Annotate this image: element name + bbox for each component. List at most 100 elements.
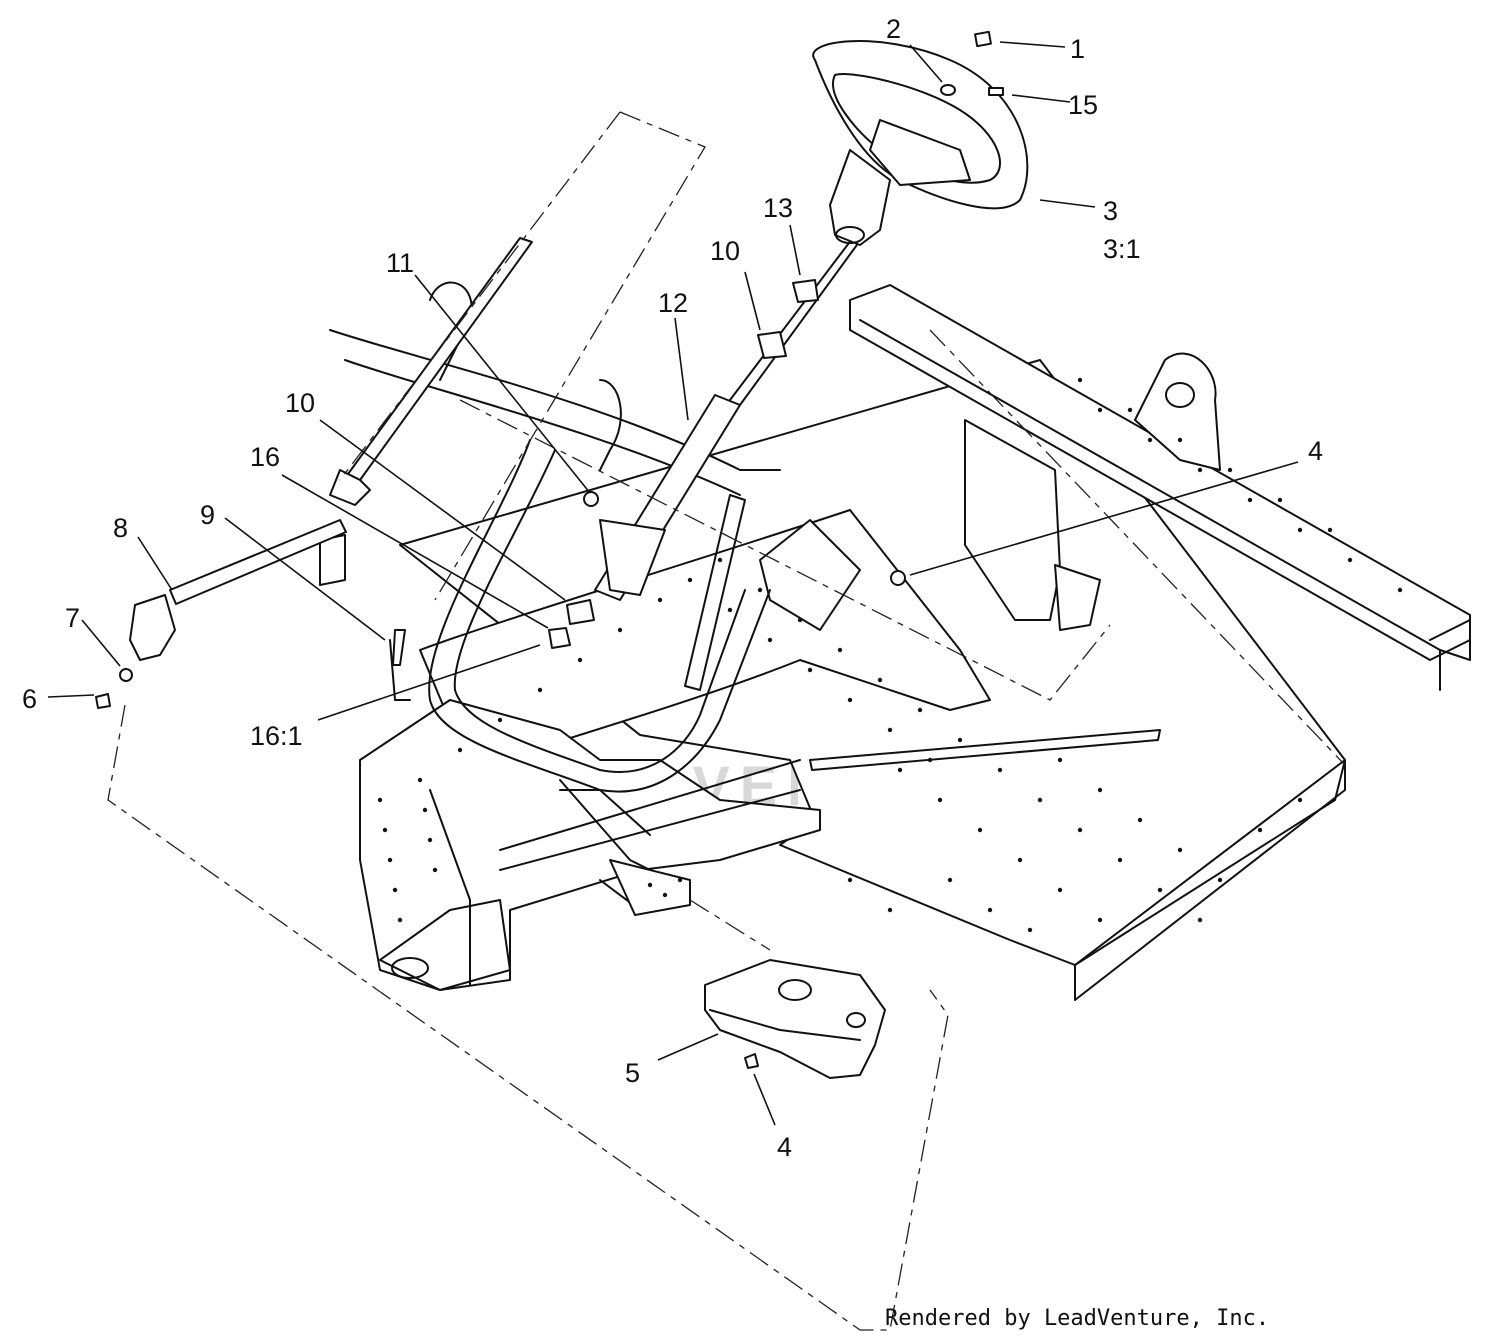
small-parts [95, 30, 1004, 1069]
frame-hole [1057, 757, 1063, 763]
frame-hole [1277, 497, 1283, 503]
bushing-part-10-lower [566, 599, 595, 625]
frame-hole [717, 557, 723, 563]
frame-hole [877, 677, 883, 683]
frame-hole [1137, 817, 1143, 823]
frame-hole [687, 577, 693, 583]
washer-part-7 [119, 668, 133, 682]
frame-hole [617, 627, 623, 633]
frame-hole [417, 777, 423, 783]
callout-3: 3 [1103, 196, 1118, 226]
frame-hole [382, 827, 388, 833]
callout-1: 1 [1070, 34, 1085, 64]
frame-hole [977, 827, 983, 833]
frame-hole [1057, 887, 1063, 893]
frame-hole [647, 882, 653, 888]
frame-hole [1077, 827, 1083, 833]
callout-3-1: 3:1 [1103, 234, 1141, 264]
frame-hole [432, 867, 438, 873]
frame-hole [807, 667, 813, 673]
callout-8: 8 [113, 513, 128, 543]
frame-hole [677, 877, 683, 883]
callout-labels: 1 2 3 3:1 4 4 5 6 7 8 9 10 10 11 12 13 1… [22, 14, 1323, 1162]
chassis-frame [319, 281, 1471, 1001]
frame-hole [917, 707, 923, 713]
frame-hole [377, 797, 383, 803]
cap-part-1 [974, 30, 992, 48]
frame-hole [937, 797, 943, 803]
frame-hole [1397, 587, 1403, 593]
frame-hole [537, 687, 543, 693]
bushing-part-10-top [757, 331, 787, 359]
callout-15: 15 [1068, 90, 1098, 120]
frame-hole [847, 877, 853, 883]
callout-4-lower: 4 [777, 1132, 792, 1162]
frame-holes [377, 377, 1403, 933]
frame-hole [1117, 857, 1123, 863]
pin-part-16 [548, 627, 571, 649]
frame-hole [662, 892, 668, 898]
callout-16: 16 [250, 442, 280, 472]
credit-text: Rendered by LeadVenture, Inc. [885, 1306, 1269, 1331]
u-joint-part-8 [129, 594, 176, 661]
callout-13: 13 [763, 193, 793, 223]
frame-hole [457, 747, 463, 753]
frame-hole [887, 907, 893, 913]
callout-16-1: 16:1 [250, 721, 303, 751]
decal-part-15 [988, 87, 1004, 96]
frame-hole [1297, 797, 1303, 803]
frame-hole [757, 587, 763, 593]
frame-hole [392, 887, 398, 893]
callout-12: 12 [658, 288, 688, 318]
frame-hole [1147, 437, 1153, 443]
callout-9: 9 [200, 500, 215, 530]
callout-4-upper: 4 [1308, 436, 1323, 466]
frame-hole [1097, 787, 1103, 793]
frame-hole [987, 907, 993, 913]
frame-hole [427, 837, 433, 843]
phantom-lines [107, 111, 1346, 1331]
nut-part-4-upper [890, 570, 906, 586]
frame-hole [1217, 877, 1223, 883]
nut-part-2 [940, 84, 956, 96]
nut-part-4-lower [744, 1053, 759, 1069]
screw-part-6 [95, 693, 111, 709]
frame-hole [767, 637, 773, 643]
frame-hole [1197, 467, 1203, 473]
callout-10-lower: 10 [285, 388, 315, 418]
frame-hole [1077, 377, 1083, 383]
frame-hole [1197, 917, 1203, 923]
frame-hole [1257, 827, 1263, 833]
frame-hole [422, 807, 428, 813]
frame-hole [397, 917, 403, 923]
frame-hole [577, 657, 583, 663]
callout-10-upper: 10 [710, 236, 740, 266]
frame-hole [1097, 917, 1103, 923]
callout-7: 7 [65, 603, 80, 633]
frame-hole [657, 597, 663, 603]
frame-hole [897, 767, 903, 773]
frame-hole [1127, 407, 1133, 413]
ball-part-11 [583, 491, 599, 507]
frame-hole [1247, 497, 1253, 503]
frame-hole [497, 717, 503, 723]
frame-hole [947, 877, 953, 883]
callout-6: 6 [22, 684, 37, 714]
callout-2: 2 [886, 14, 901, 44]
frame-hole [837, 647, 843, 653]
steering-wheel [812, 40, 1029, 246]
frame-hole [387, 857, 393, 863]
frame-hole [957, 737, 963, 743]
frame-hole [1097, 407, 1103, 413]
frame-hole [887, 727, 893, 733]
frame-hole [1157, 887, 1163, 893]
frame-hole [847, 697, 853, 703]
frame-hole [1027, 927, 1033, 933]
frame-hole [1177, 437, 1183, 443]
frame-hole [927, 757, 933, 763]
frame-hole [1297, 527, 1303, 533]
steering-shaft [169, 234, 863, 605]
bolt-part-9 [392, 629, 406, 666]
frame-hole [727, 607, 733, 613]
